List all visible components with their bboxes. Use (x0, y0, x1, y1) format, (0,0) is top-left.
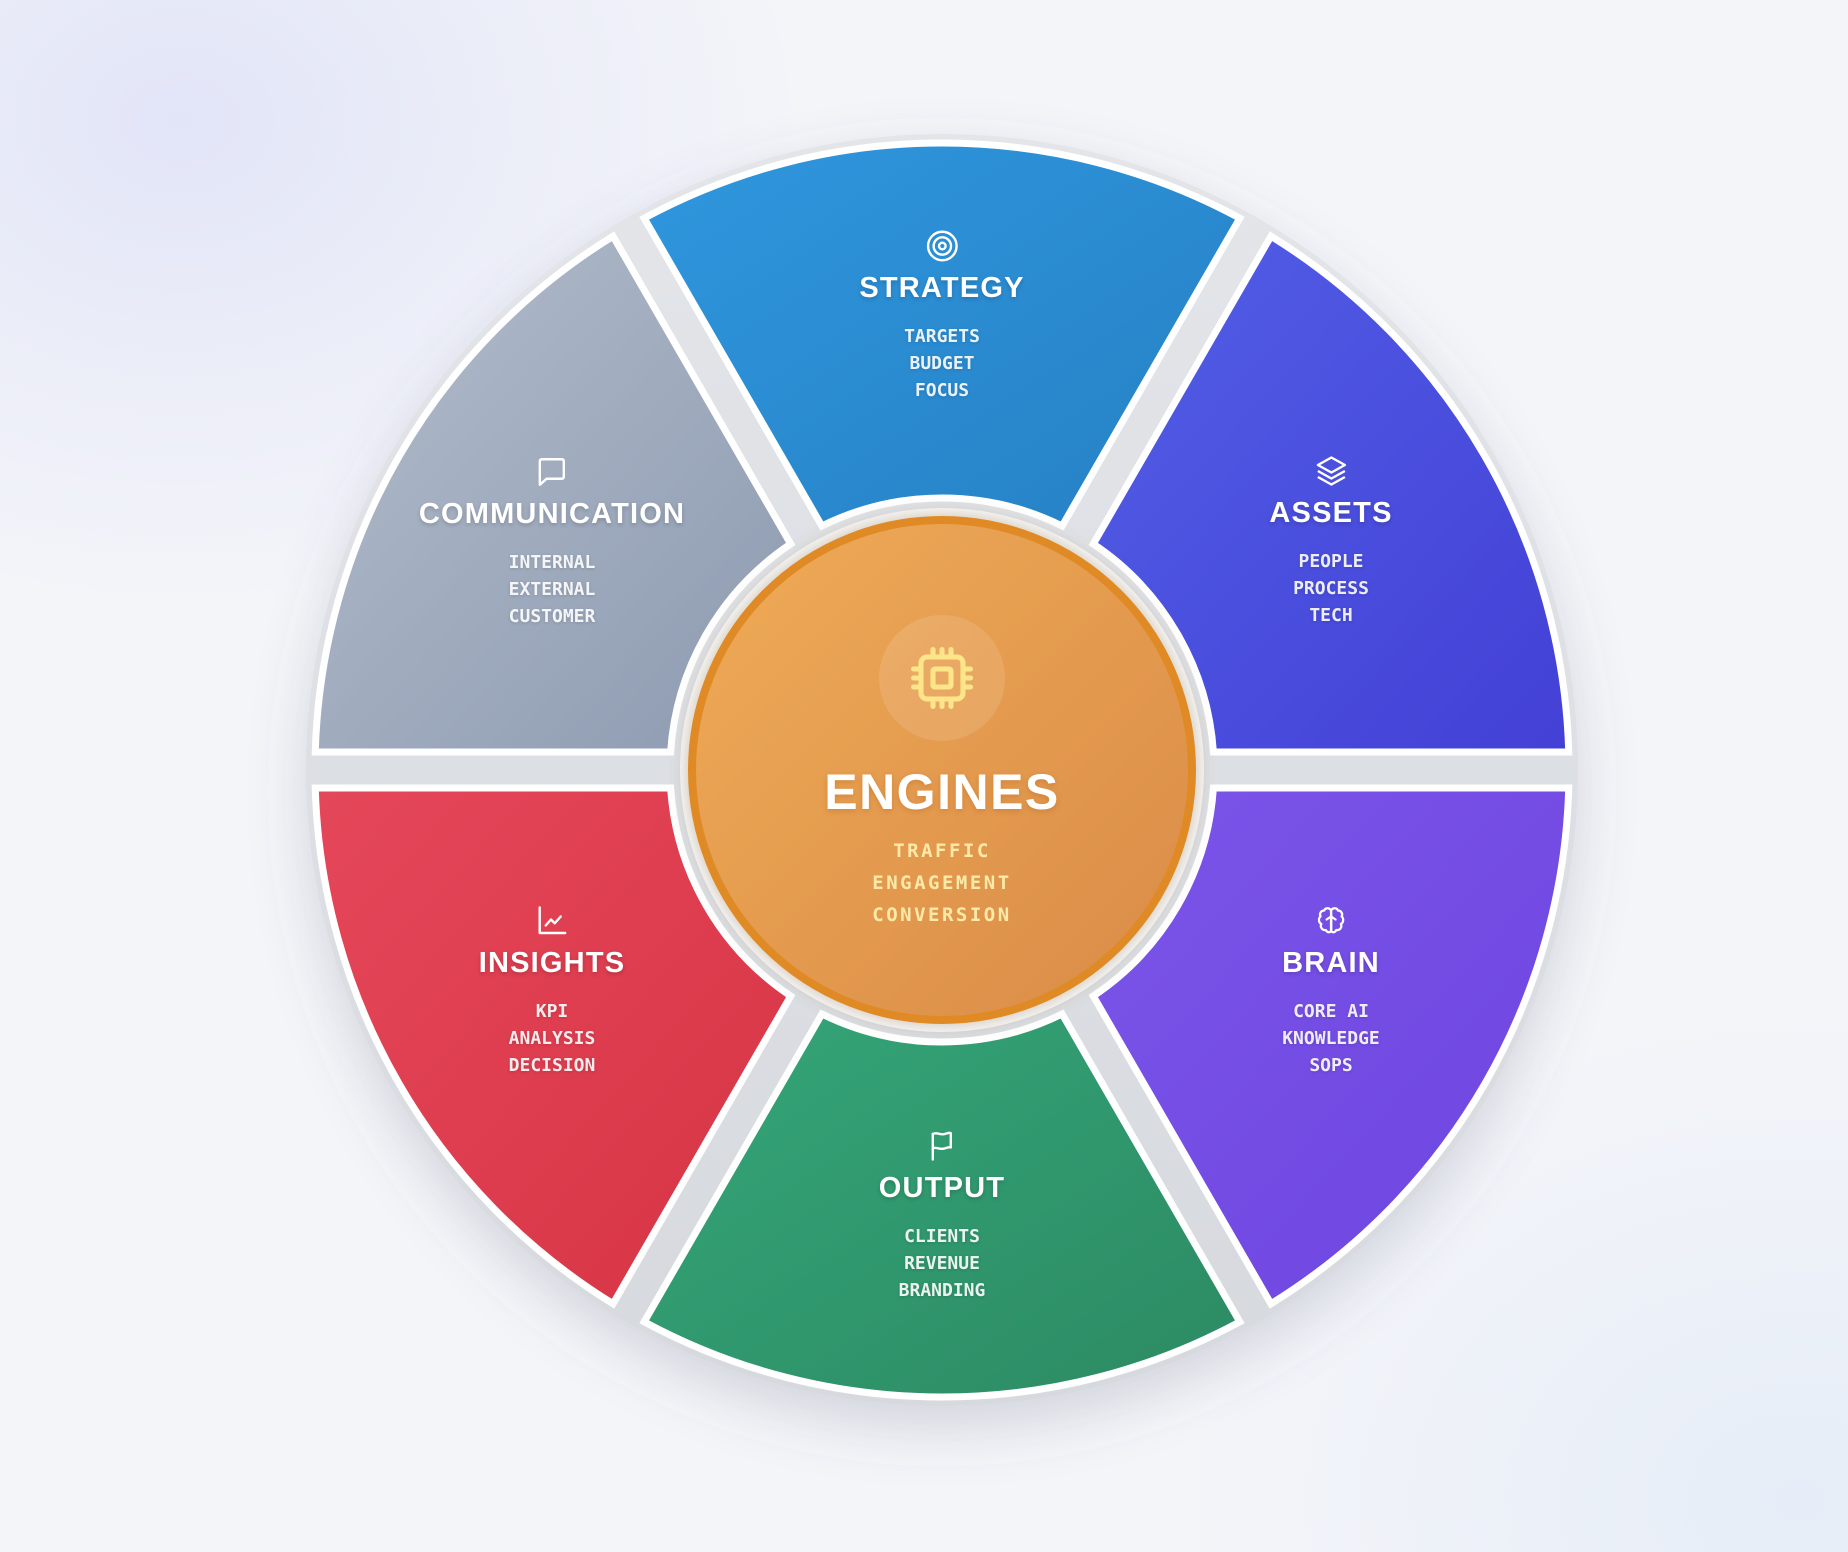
wedge-assets[interactable] (1088, 231, 1573, 756)
segment-items: KPI ANALYSIS DECISION (479, 998, 626, 1079)
segment-item: SOPS (1309, 1055, 1353, 1076)
wedge-brain[interactable] (1088, 784, 1573, 1309)
wedge-communication[interactable] (311, 231, 796, 756)
segment-item: TARGETS (904, 326, 980, 347)
hub-icon-badge (879, 615, 1005, 741)
segment-item: REVENUE (904, 1253, 980, 1274)
segment-items: CLIENTS REVENUE BRANDING (879, 1223, 1005, 1304)
segment-output[interactable]: OUTPUT CLIENTS REVENUE BRANDING (879, 1128, 1005, 1304)
flag-icon (931, 1131, 953, 1161)
segment-item: INTERNAL (508, 552, 596, 573)
hub-circle[interactable] (688, 516, 1196, 1024)
segment-items: INTERNAL EXTERNAL CUSTOMER (419, 549, 685, 630)
brain-icon (1317, 907, 1345, 934)
segment-item: BUDGET (909, 353, 975, 374)
segment-items: CORE AI KNOWLEDGE SOPS (1282, 998, 1380, 1079)
segment-title: ASSETS (1269, 497, 1393, 529)
segment-items: PEOPLE PROCESS TECH (1269, 548, 1392, 629)
wedge-strategy[interactable] (639, 139, 1245, 531)
segment-item: DECISION (508, 1055, 596, 1076)
segment-item: FOCUS (914, 380, 970, 401)
segment-item: CLIENTS (904, 1226, 980, 1247)
segment-item: PROCESS (1293, 578, 1369, 599)
layers-icon (1316, 456, 1346, 486)
segment-assets[interactable]: ASSETS PEOPLE PROCESS TECH (1269, 453, 1392, 629)
hub-item: TRAFFIC (893, 840, 991, 862)
line-chart-icon (538, 906, 567, 935)
segment-item: KNOWLEDGE (1282, 1028, 1380, 1049)
segment-item: TECH (1309, 605, 1353, 626)
segment-title: OUTPUT (878, 1172, 1006, 1204)
segment-brain[interactable]: BRAIN CORE AI KNOWLEDGE SOPS (1282, 903, 1380, 1079)
cpu-chip-icon (910, 646, 974, 710)
hub-item: CONVERSION (872, 904, 1012, 926)
segments-layer (311, 139, 1573, 1401)
segment-item: ANALYSIS (508, 1028, 596, 1049)
hub[interactable] (680, 508, 1204, 1032)
hub-items: TRAFFIC ENGAGEMENT CONVERSION (732, 835, 1152, 931)
segment-strategy[interactable]: STRATEGY TARGETS BUDGET FOCUS (859, 228, 1024, 404)
hub-content: ENGINES TRAFFIC ENGAGEMENT CONVERSION (732, 615, 1152, 931)
segment-item: EXTERNAL (508, 579, 596, 600)
wedge-insights[interactable] (311, 784, 796, 1309)
target-icon (926, 230, 958, 262)
segment-communication[interactable]: COMMUNICATION INTERNAL EXTERNAL CUSTOMER (419, 454, 685, 630)
segment-insights[interactable]: INSIGHTS KPI ANALYSIS DECISION (479, 903, 626, 1079)
segment-item: KPI (535, 1001, 569, 1022)
segment-items: TARGETS BUDGET FOCUS (859, 323, 1024, 404)
segment-title: INSIGHTS (478, 947, 626, 979)
hub-title: ENGINES (824, 764, 1060, 820)
segment-item: CUSTOMER (508, 606, 596, 627)
segment-title: COMMUNICATION (418, 498, 686, 530)
segment-item: CORE AI (1293, 1001, 1369, 1022)
hub-item: ENGAGEMENT (872, 872, 1012, 894)
message-square-icon (538, 458, 566, 486)
segment-item: BRANDING (898, 1280, 986, 1301)
segment-title: BRAIN (1282, 947, 1380, 979)
segment-title: STRATEGY (859, 272, 1025, 304)
wedge-output[interactable] (639, 1009, 1245, 1401)
segment-item: PEOPLE (1298, 551, 1364, 572)
